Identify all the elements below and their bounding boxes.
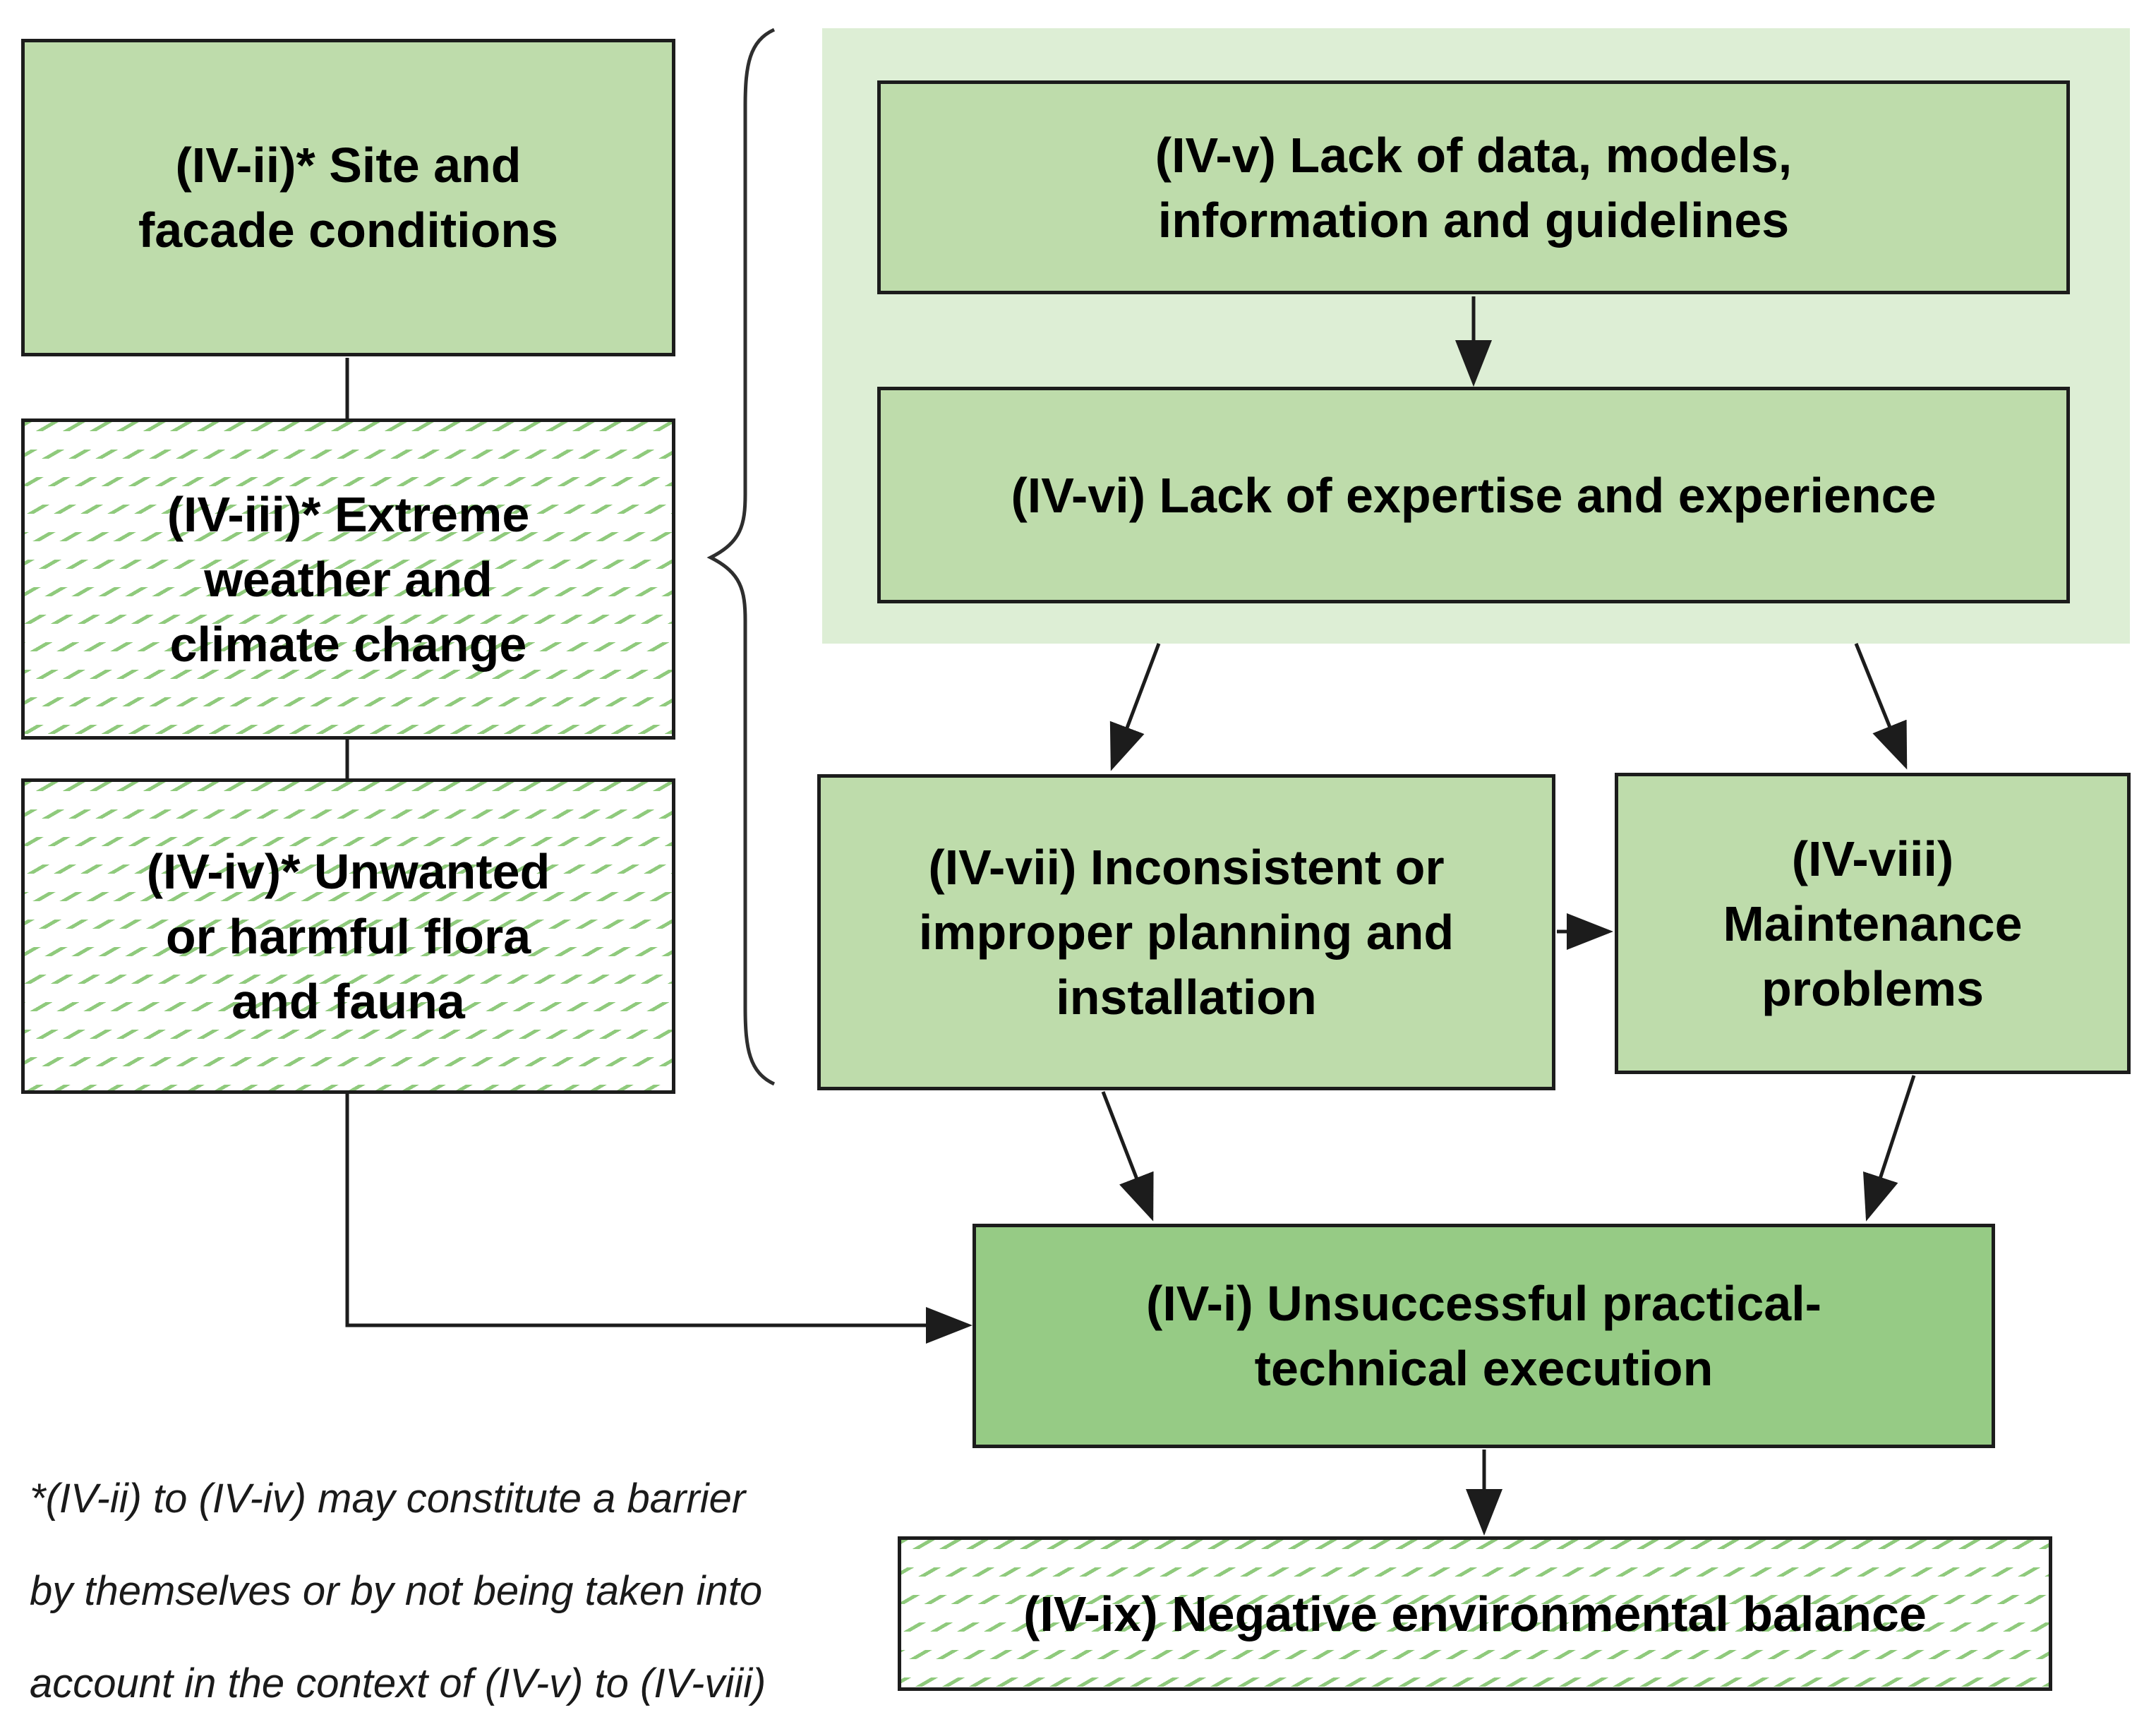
box-label-line: (IV-v) Lack of data, models, <box>1155 127 1793 183</box>
box-extreme-weather-climate-change: (IV-iii)* Extreme weather and climate ch… <box>21 418 675 740</box>
box-label-line: (IV-iv)* Unwanted <box>146 843 550 899</box>
box-label-line: (IV-viii) <box>1791 831 1954 886</box>
box-label-line: (IV-ix) Negative environmental balance <box>1023 1586 1927 1641</box>
box-label-line: installation <box>1056 970 1317 1025</box>
footnote: *(IV-ii) to (IV-iv) may constitute a bar… <box>30 1452 940 1717</box>
arrow-ivvii-to-ivi <box>1101 1091 1154 1222</box>
box-lack-of-expertise-experience: (IV-vi) Lack of expertise and experience <box>877 387 2070 603</box>
box-label-line: improper planning and <box>918 905 1455 960</box>
box-label-line: weather and <box>204 551 493 607</box>
box-label-line: information and guidelines <box>1157 192 1790 248</box>
box-inconsistent-improper-planning: (IV-vii) Inconsistent or improper planni… <box>817 774 1555 1090</box>
arrow-group-to-ivvii <box>1109 643 1161 771</box>
box-label-line: (IV-vii) Inconsistent or <box>928 840 1445 895</box>
box-unwanted-harmful-flora-fauna: (IV-iv)* Unwanted or harmful flora and f… <box>21 778 675 1094</box>
box-negative-environmental-balance: (IV-ix) Negative environmental balance <box>898 1536 2052 1691</box>
box-label-line: Maintenance <box>1723 896 2023 951</box>
box-label-line: (IV-i) Unsuccessful practical- <box>1146 1276 1821 1331</box>
footnote-line: by themselves or by not being taken into <box>30 1568 763 1614</box>
box-label-line: facade conditions <box>138 203 559 258</box>
arrow-group-to-ivviii <box>1854 643 1908 770</box>
arrow-ivviii-to-ivi <box>1863 1075 1916 1222</box>
box-unsuccessful-practical-technical-execution: (IV-i) Unsuccessful practical- technical… <box>972 1224 1995 1448</box>
footnote-line: *(IV-ii) to (IV-iv) may constitute a bar… <box>30 1476 746 1522</box>
box-label-line: (IV-iii)* Extreme <box>167 486 530 542</box>
box-maintenance-problems: (IV-viii) Maintenance problems <box>1615 773 2131 1074</box>
curly-brace <box>706 28 776 1086</box>
box-label-line: and fauna <box>231 973 465 1029</box>
box-lack-of-data-models: (IV-v) Lack of data, models, information… <box>877 80 2070 294</box>
box-label-line: (IV-vi) Lack of expertise and experience <box>1011 467 1937 523</box>
box-label-line: or harmful flora <box>165 908 531 964</box>
box-label-line: problems <box>1761 960 1985 1016</box>
arrow-iviv-to-ivi <box>345 1092 972 1344</box>
box-site-and-facade-conditions: (IV-ii)* Site and facade conditions <box>21 39 675 356</box>
footnote-line: account in the context of (IV-v) to (IV-… <box>30 1661 766 1706</box>
box-label-line: technical execution <box>1254 1341 1714 1396</box>
box-label-line: (IV-ii)* Site and <box>175 138 522 193</box>
box-label-line: climate change <box>169 616 527 672</box>
